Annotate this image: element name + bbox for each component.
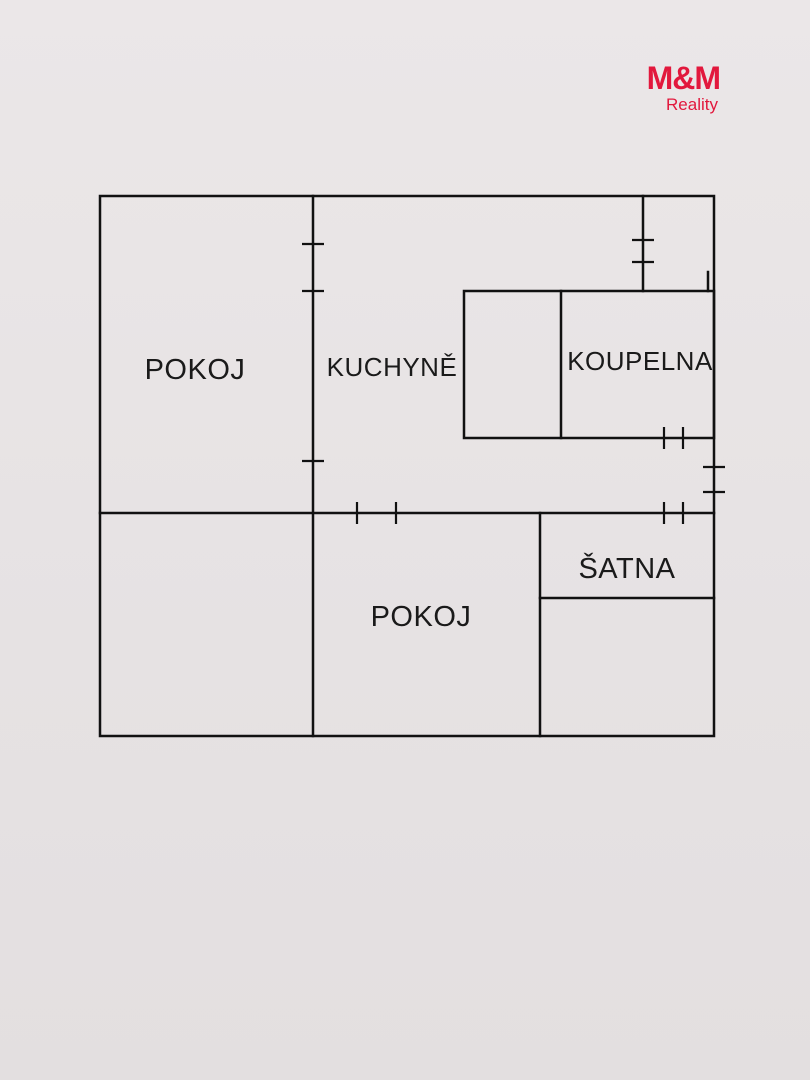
brand-logo: M&M Reality: [620, 60, 721, 116]
door-marks: [302, 238, 725, 524]
room-label-pokoj-2: POKOJ: [371, 601, 472, 633]
bathroom-walls: [462, 289, 716, 440]
logo-mark: M&M: [646, 60, 721, 96]
room-label-pokoj-1: POKOJ: [145, 354, 246, 386]
room-label-koupelna: KOUPELNA: [567, 346, 713, 376]
room-label-satna: ŠATNA: [578, 551, 675, 585]
room-label-kuchyne: KUCHYNĚ: [327, 352, 458, 382]
outer-walls: [98, 194, 716, 738]
logo-subtitle: Reality: [666, 95, 718, 114]
